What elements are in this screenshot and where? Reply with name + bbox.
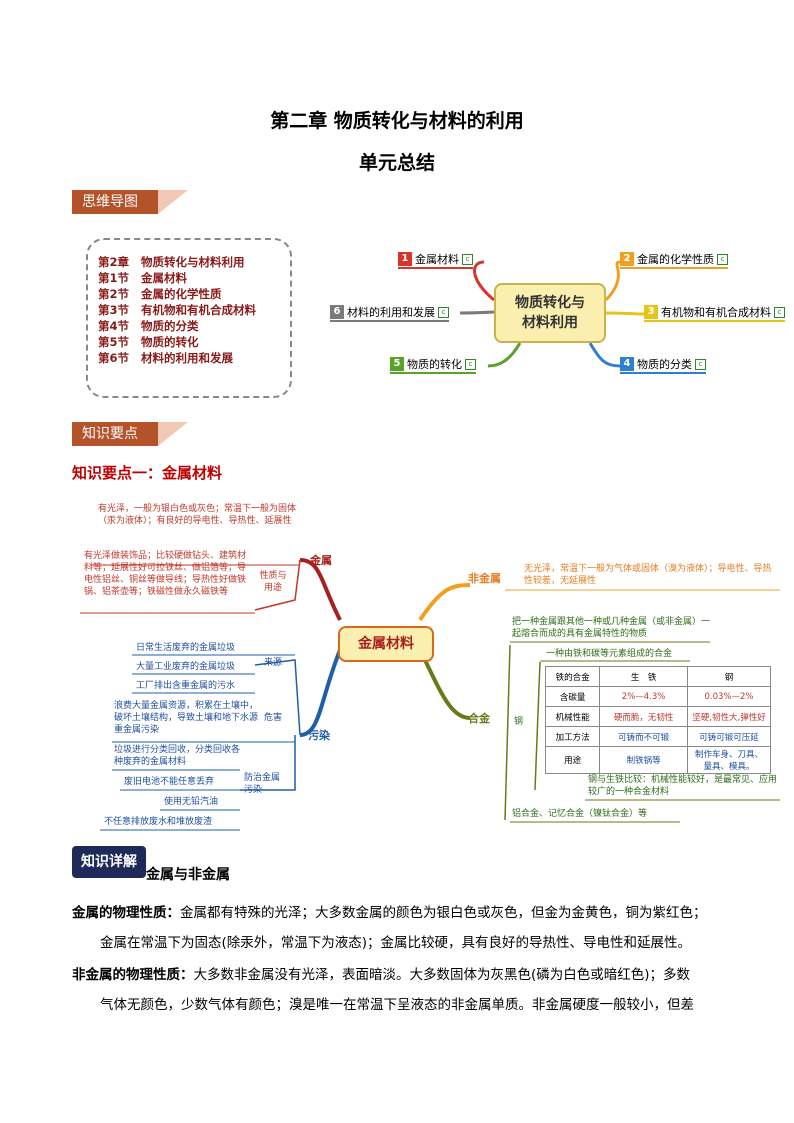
section-heading: 知识要点一：金属材料 bbox=[72, 464, 223, 482]
center-line: 物质转化与 bbox=[515, 295, 585, 311]
usage-label: 性质与用途 bbox=[259, 571, 287, 593]
collapse-icon: c bbox=[774, 306, 785, 318]
iron-alloy-text: 一种由铁和碳等元素组成的合金 bbox=[546, 649, 673, 659]
table-cell: 硬而脆，无韧性 bbox=[599, 706, 688, 727]
usage-text: 有光泽做装饰品；比较硬做钻头、建筑材料等；延展性好可拉铁丝、做铝箔等；导电性铝丝… bbox=[84, 551, 247, 597]
toc-line: 第4节 物质的分类 bbox=[98, 319, 199, 333]
other-alloys-text: 铝合金、记忆合金（镍钛合金）等 bbox=[512, 809, 648, 819]
collapse-icon: c bbox=[462, 253, 473, 265]
node-number: 5 bbox=[390, 357, 404, 371]
node-number: 2 bbox=[620, 252, 634, 266]
node-number: 6 bbox=[330, 305, 344, 319]
control-item: 废旧电池不能任意丢弃 bbox=[124, 777, 215, 787]
para-label: 金属的物理性质： bbox=[72, 905, 180, 921]
para-text: 大多数非金属没有光泽，表面暗淡。大多数固体为灰黑色(磷为白色或暗红色)；多数 bbox=[193, 967, 691, 983]
page-subtitle: 单元总结 bbox=[358, 152, 435, 174]
control-label: 防治金属污染 bbox=[244, 773, 281, 795]
table-cell: 机械性能 bbox=[544, 706, 601, 727]
table-cell: 0.03%—2% bbox=[687, 686, 771, 707]
source-item: 大量工业废弃的金属垃圾 bbox=[136, 662, 236, 672]
page-title: 第二章 物质转化与材料的利用 bbox=[270, 110, 524, 132]
center-line: 材料利用 bbox=[522, 315, 578, 331]
para-text: 气体无颜色，少数气体有颜色；溴是唯一在常温下呈液态的非金属单质。非金属硬度一般较… bbox=[100, 997, 694, 1013]
paragraph-metal: 金属的物理性质：金属都有特殊的光泽；大多数金属的颜色为银白色或灰色，但金为金黄色… bbox=[72, 898, 772, 958]
toc-line: 第2章 物质转化与材料利用 bbox=[98, 255, 245, 269]
para-label: 非金属的物理性质： bbox=[72, 967, 194, 983]
collapse-icon: c bbox=[717, 253, 728, 265]
table-cell: 加工方法 bbox=[544, 726, 601, 747]
metal-props-text: 有光泽，一般为银白色或灰色；常温下一般为固体（汞为液体）；有良好的导电性、导热性… bbox=[98, 504, 297, 526]
para-text: 金属在常温下为固态(除汞外，常温下为液态)；金属比较硬，具有良好的导热性、导电性… bbox=[100, 935, 692, 951]
table-row: 机械性能硬而脆，无韧性坚硬,韧性大,弹性好 bbox=[544, 706, 771, 727]
table-cell: 制作车身、刀具、量具、模具。 bbox=[687, 746, 771, 774]
node-label: 材料的利用和发展 bbox=[347, 306, 435, 319]
paragraph-nonmetal: 非金属的物理性质：大多数非金属没有光泽，表面暗淡。大多数固体为灰黑色(磷为白色或… bbox=[72, 960, 772, 1020]
table-cell: 可铸可锻可压延 bbox=[687, 726, 771, 747]
steel-label: 钢 bbox=[514, 717, 524, 727]
table-cell: 生 铁 bbox=[599, 666, 688, 687]
table-cell: 用途 bbox=[544, 746, 601, 774]
banner-keypoints-label: 知识要点 bbox=[72, 422, 158, 446]
table-row: 加工方法可铸而不可锻可铸可锻可压延 bbox=[544, 726, 771, 747]
toc-line: 第3节 有机物和有机合成材料 bbox=[98, 303, 257, 317]
source-item: 日常生活废弃的金属垃圾 bbox=[136, 643, 236, 653]
table-cell: 铁的合金 bbox=[544, 666, 601, 687]
nonmetal-text: 无光泽，常温下一般为气体或固体（溴为液体）；导电性、导热性较差，无延展性 bbox=[524, 564, 772, 586]
collapse-icon: c bbox=[438, 306, 449, 318]
node-label: 物质的分类 bbox=[637, 358, 692, 371]
collapse-icon: c bbox=[695, 358, 706, 370]
metal-branch-label: 金属 bbox=[310, 554, 332, 567]
table-cell: 2%—4.3% bbox=[599, 686, 688, 707]
mindmap-center: 物质转化与 材料利用 bbox=[494, 283, 606, 343]
node-number: 3 bbox=[644, 305, 658, 319]
source-item: 工厂排出含重金属的污水 bbox=[136, 681, 236, 691]
alloy-definition: 把一种金属跟其他一种或几种金属（或非金属）一起熔合而成的具有金属特性的物质 bbox=[512, 617, 711, 639]
harm-label: 危害 bbox=[264, 713, 283, 723]
table-cell: 坚硬,韧性大,弹性好 bbox=[687, 706, 771, 727]
table-row: 用途制铁锅等制作车身、刀具、量具、模具。 bbox=[544, 746, 771, 774]
control-item: 使用无铅汽油 bbox=[164, 797, 219, 807]
toc-line: 第5节 物质的转化 bbox=[98, 335, 199, 349]
banner-keypoints: 知识要点 bbox=[72, 422, 192, 446]
table-cell: 可铸而不可锻 bbox=[599, 726, 688, 747]
toc-line: 第2节 金属的化学性质 bbox=[98, 287, 222, 301]
toc-line: 第1节 金属材料 bbox=[98, 271, 188, 285]
node-label: 有机物和有机合成材料 bbox=[661, 306, 771, 319]
alloy-branch-label: 合金 bbox=[468, 712, 490, 725]
banner-mindmap-label: 思维导图 bbox=[72, 190, 158, 214]
steel-compare-text: 钢与生铁比较：机械性能较好，是最常见、应用较广的一种合金材料 bbox=[588, 775, 778, 797]
node-number: 1 bbox=[398, 252, 412, 266]
table-cell: 钢 bbox=[687, 666, 771, 687]
nonmetal-branch-label: 非金属 bbox=[468, 572, 501, 585]
collapse-icon: c bbox=[465, 358, 476, 370]
detail-badge: 知识详解 bbox=[72, 846, 146, 878]
pollution-branch-label: 污染 bbox=[308, 729, 330, 742]
harm-text: 浪费大量金属资源，积累在土壤中，破坏土壤结构，导致土壤和地下水源重金属污染 bbox=[114, 701, 259, 735]
node-label: 金属的化学性质 bbox=[637, 253, 714, 266]
toc-line: 第6节 材料的利用和发展 bbox=[98, 351, 234, 365]
table-cell: 制铁锅等 bbox=[599, 746, 688, 774]
metal-center-node: 金属材料 bbox=[338, 626, 434, 662]
para-text: 金属都有特殊的光泽；大多数金属的颜色为银白色或灰色，但金为金黄色，铜为紫红色； bbox=[180, 905, 707, 921]
table-row: 铁的合金生 铁钢 bbox=[544, 666, 771, 687]
toc-box: 第2章 物质转化与材料利用 第1节 金属材料 第2节 金属的化学性质 第3节 有… bbox=[86, 238, 292, 398]
node-label: 物质的转化 bbox=[407, 358, 462, 371]
detail-title: 金属与非金属 bbox=[146, 867, 230, 883]
control-item: 垃圾进行分类回收，分类回收各种废弃的金属材料 bbox=[114, 745, 241, 767]
node-label: 金属材料 bbox=[415, 253, 459, 266]
source-label: 来源 bbox=[264, 658, 283, 668]
table-cell: 含碳量 bbox=[544, 686, 601, 707]
node-number: 4 bbox=[620, 357, 634, 371]
control-item: 不任意排放废水和堆放废渣 bbox=[104, 817, 213, 827]
banner-mindmap: 思维导图 bbox=[72, 190, 192, 214]
